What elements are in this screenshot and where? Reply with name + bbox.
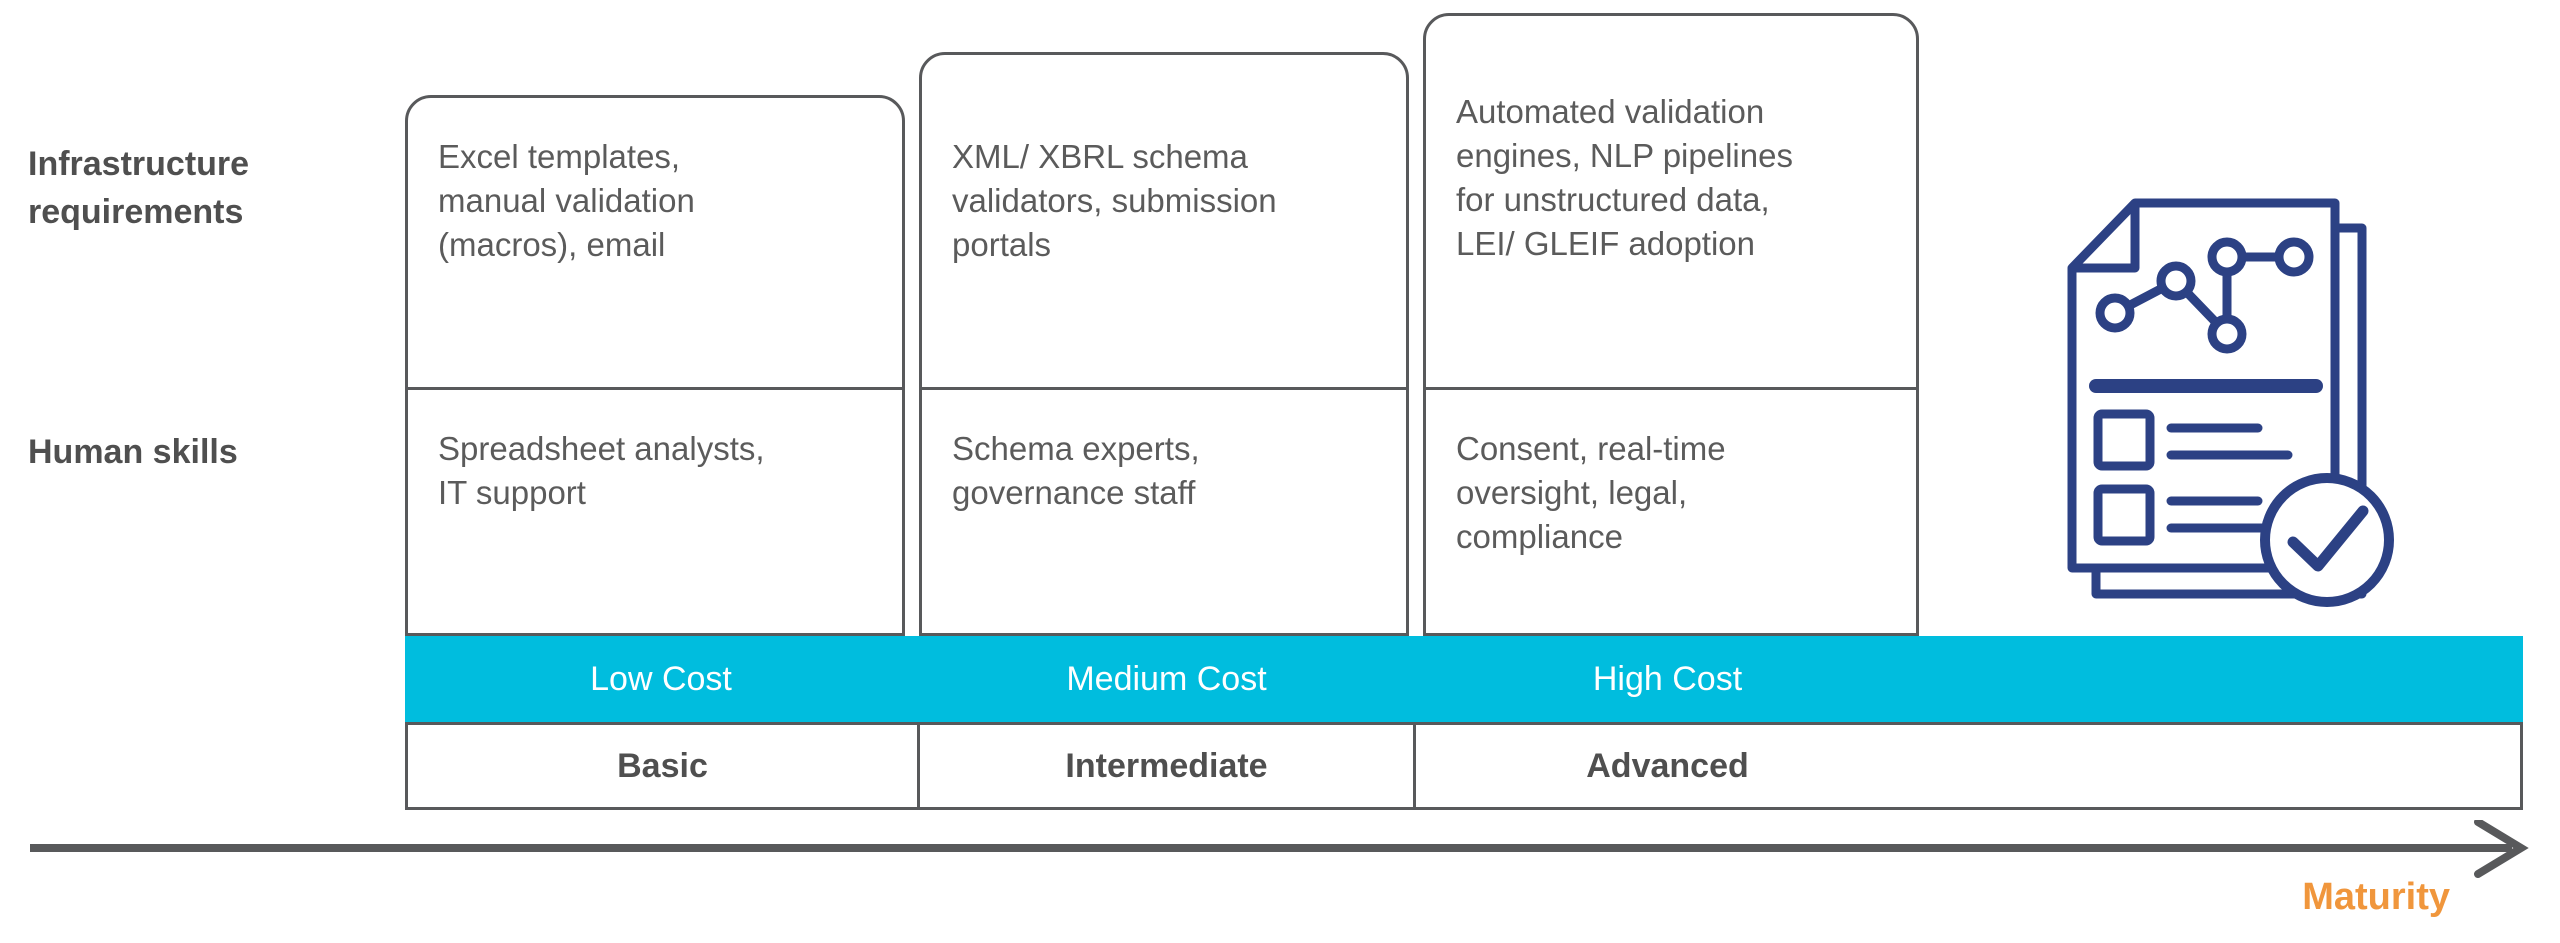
level-row: Basic Intermediate Advanced xyxy=(405,722,2523,810)
cost-label-medium: Medium Cost xyxy=(1066,659,1267,698)
level-intermediate: Intermediate xyxy=(920,725,1416,807)
intermediate-human-skills-text: Schema experts, governance staff xyxy=(922,387,1406,633)
basic-human-skills-text: Spreadsheet analysts, IT support xyxy=(408,387,902,633)
maturity-axis-label: Maturity xyxy=(2302,876,2450,918)
level-basic: Basic xyxy=(408,725,920,807)
maturity-arrow-icon xyxy=(30,820,2529,878)
advanced-human-skills-text: Consent, real-time oversight, legal, com… xyxy=(1426,387,1916,633)
intermediate-infrastructure-text: XML/ XBRL schema validators, submission … xyxy=(952,138,1277,263)
cost-label-low: Low Cost xyxy=(590,659,732,698)
level-row-filler xyxy=(1919,725,2520,807)
advanced-infrastructure-text: Automated validation engines, NLP pipeli… xyxy=(1456,93,1793,262)
row-label-human-skills: Human skills xyxy=(28,433,238,471)
basic-infrastructure-text: Excel templates, manual validation (macr… xyxy=(438,138,695,263)
card-basic: Excel templates, manual validation (macr… xyxy=(405,95,905,636)
cost-label-high: High Cost xyxy=(1592,659,1743,698)
card-intermediate: XML/ XBRL schema validators, submission … xyxy=(919,52,1409,636)
level-advanced: Advanced xyxy=(1586,746,1749,785)
cost-band: Low Cost Medium Cost High Cost xyxy=(405,636,2523,722)
report-checkmark-icon xyxy=(2067,198,2394,607)
row-label-infrastructure-requirements: Infrastructure requirements xyxy=(28,145,250,231)
card-advanced: Automated validation engines, NLP pipeli… xyxy=(1423,13,1919,636)
